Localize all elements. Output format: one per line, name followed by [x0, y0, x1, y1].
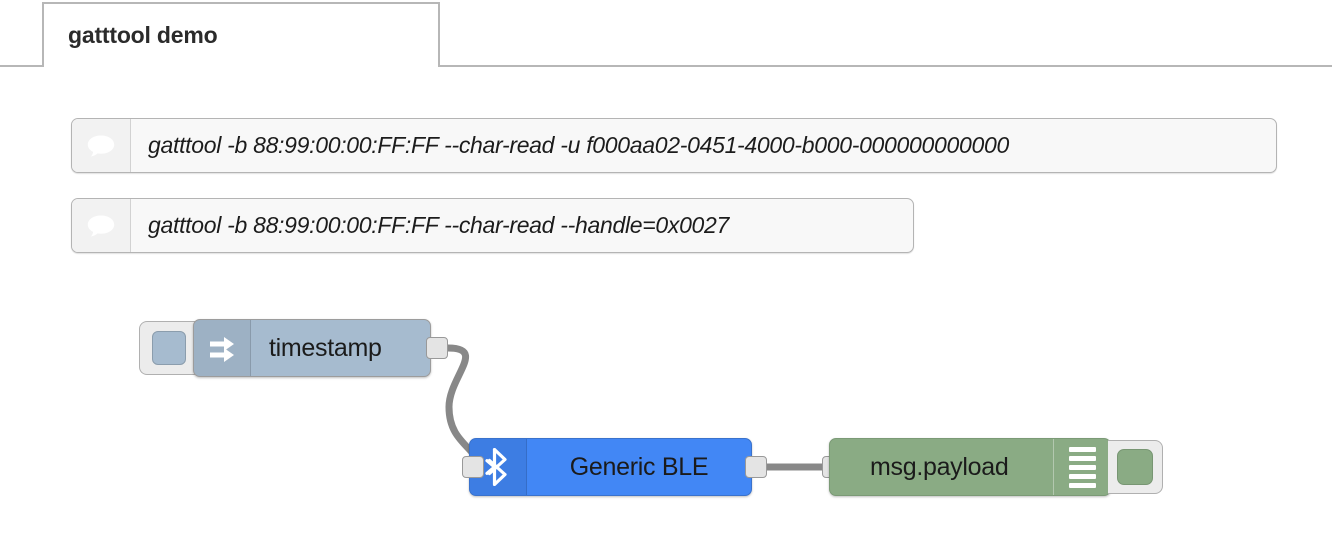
node-label: timestamp	[269, 333, 382, 362]
node-generic-ble[interactable]: Generic BLE	[469, 438, 752, 496]
port-output-ble[interactable]	[745, 456, 767, 478]
bluetooth-icon	[470, 439, 527, 495]
node-label: msg.payload	[870, 452, 1009, 481]
port-input-ble[interactable]	[462, 456, 484, 478]
node-inject-timestamp[interactable]: timestamp	[193, 319, 431, 377]
node-debug-msg-payload[interactable]: msg.payload	[829, 438, 1111, 496]
debug-bars-icon	[1053, 439, 1110, 495]
tab-bar-baseline	[0, 65, 1332, 67]
port-output-inject[interactable]	[426, 337, 448, 359]
debug-enable-toggle-inner	[1117, 449, 1153, 485]
inject-trigger-button-inner	[151, 331, 186, 365]
inject-arrow-icon	[194, 320, 251, 376]
tab-gatttool-demo[interactable]: gatttool demo	[42, 2, 440, 67]
flow-canvas[interactable]: gatttool -b 88:99:00:00:FF:FF --char-rea…	[0, 67, 1332, 554]
comment-text: gatttool -b 88:99:00:00:FF:FF --char-rea…	[148, 212, 730, 238]
workspace-tab-bar: gatttool demo	[0, 0, 1332, 67]
comment-bubble-icon	[72, 119, 131, 172]
comment-node[interactable]: gatttool -b 88:99:00:00:FF:FF --char-rea…	[71, 198, 914, 253]
debug-enable-toggle[interactable]	[1108, 440, 1163, 494]
inject-trigger-button[interactable]	[139, 321, 197, 375]
tab-label: gatttool demo	[68, 22, 218, 48]
comment-node[interactable]: gatttool -b 88:99:00:00:FF:FF --char-rea…	[71, 118, 1277, 173]
node-label: Generic BLE	[569, 452, 709, 481]
comment-text: gatttool -b 88:99:00:00:FF:FF --char-rea…	[148, 132, 1009, 158]
comment-bubble-icon	[72, 199, 131, 252]
